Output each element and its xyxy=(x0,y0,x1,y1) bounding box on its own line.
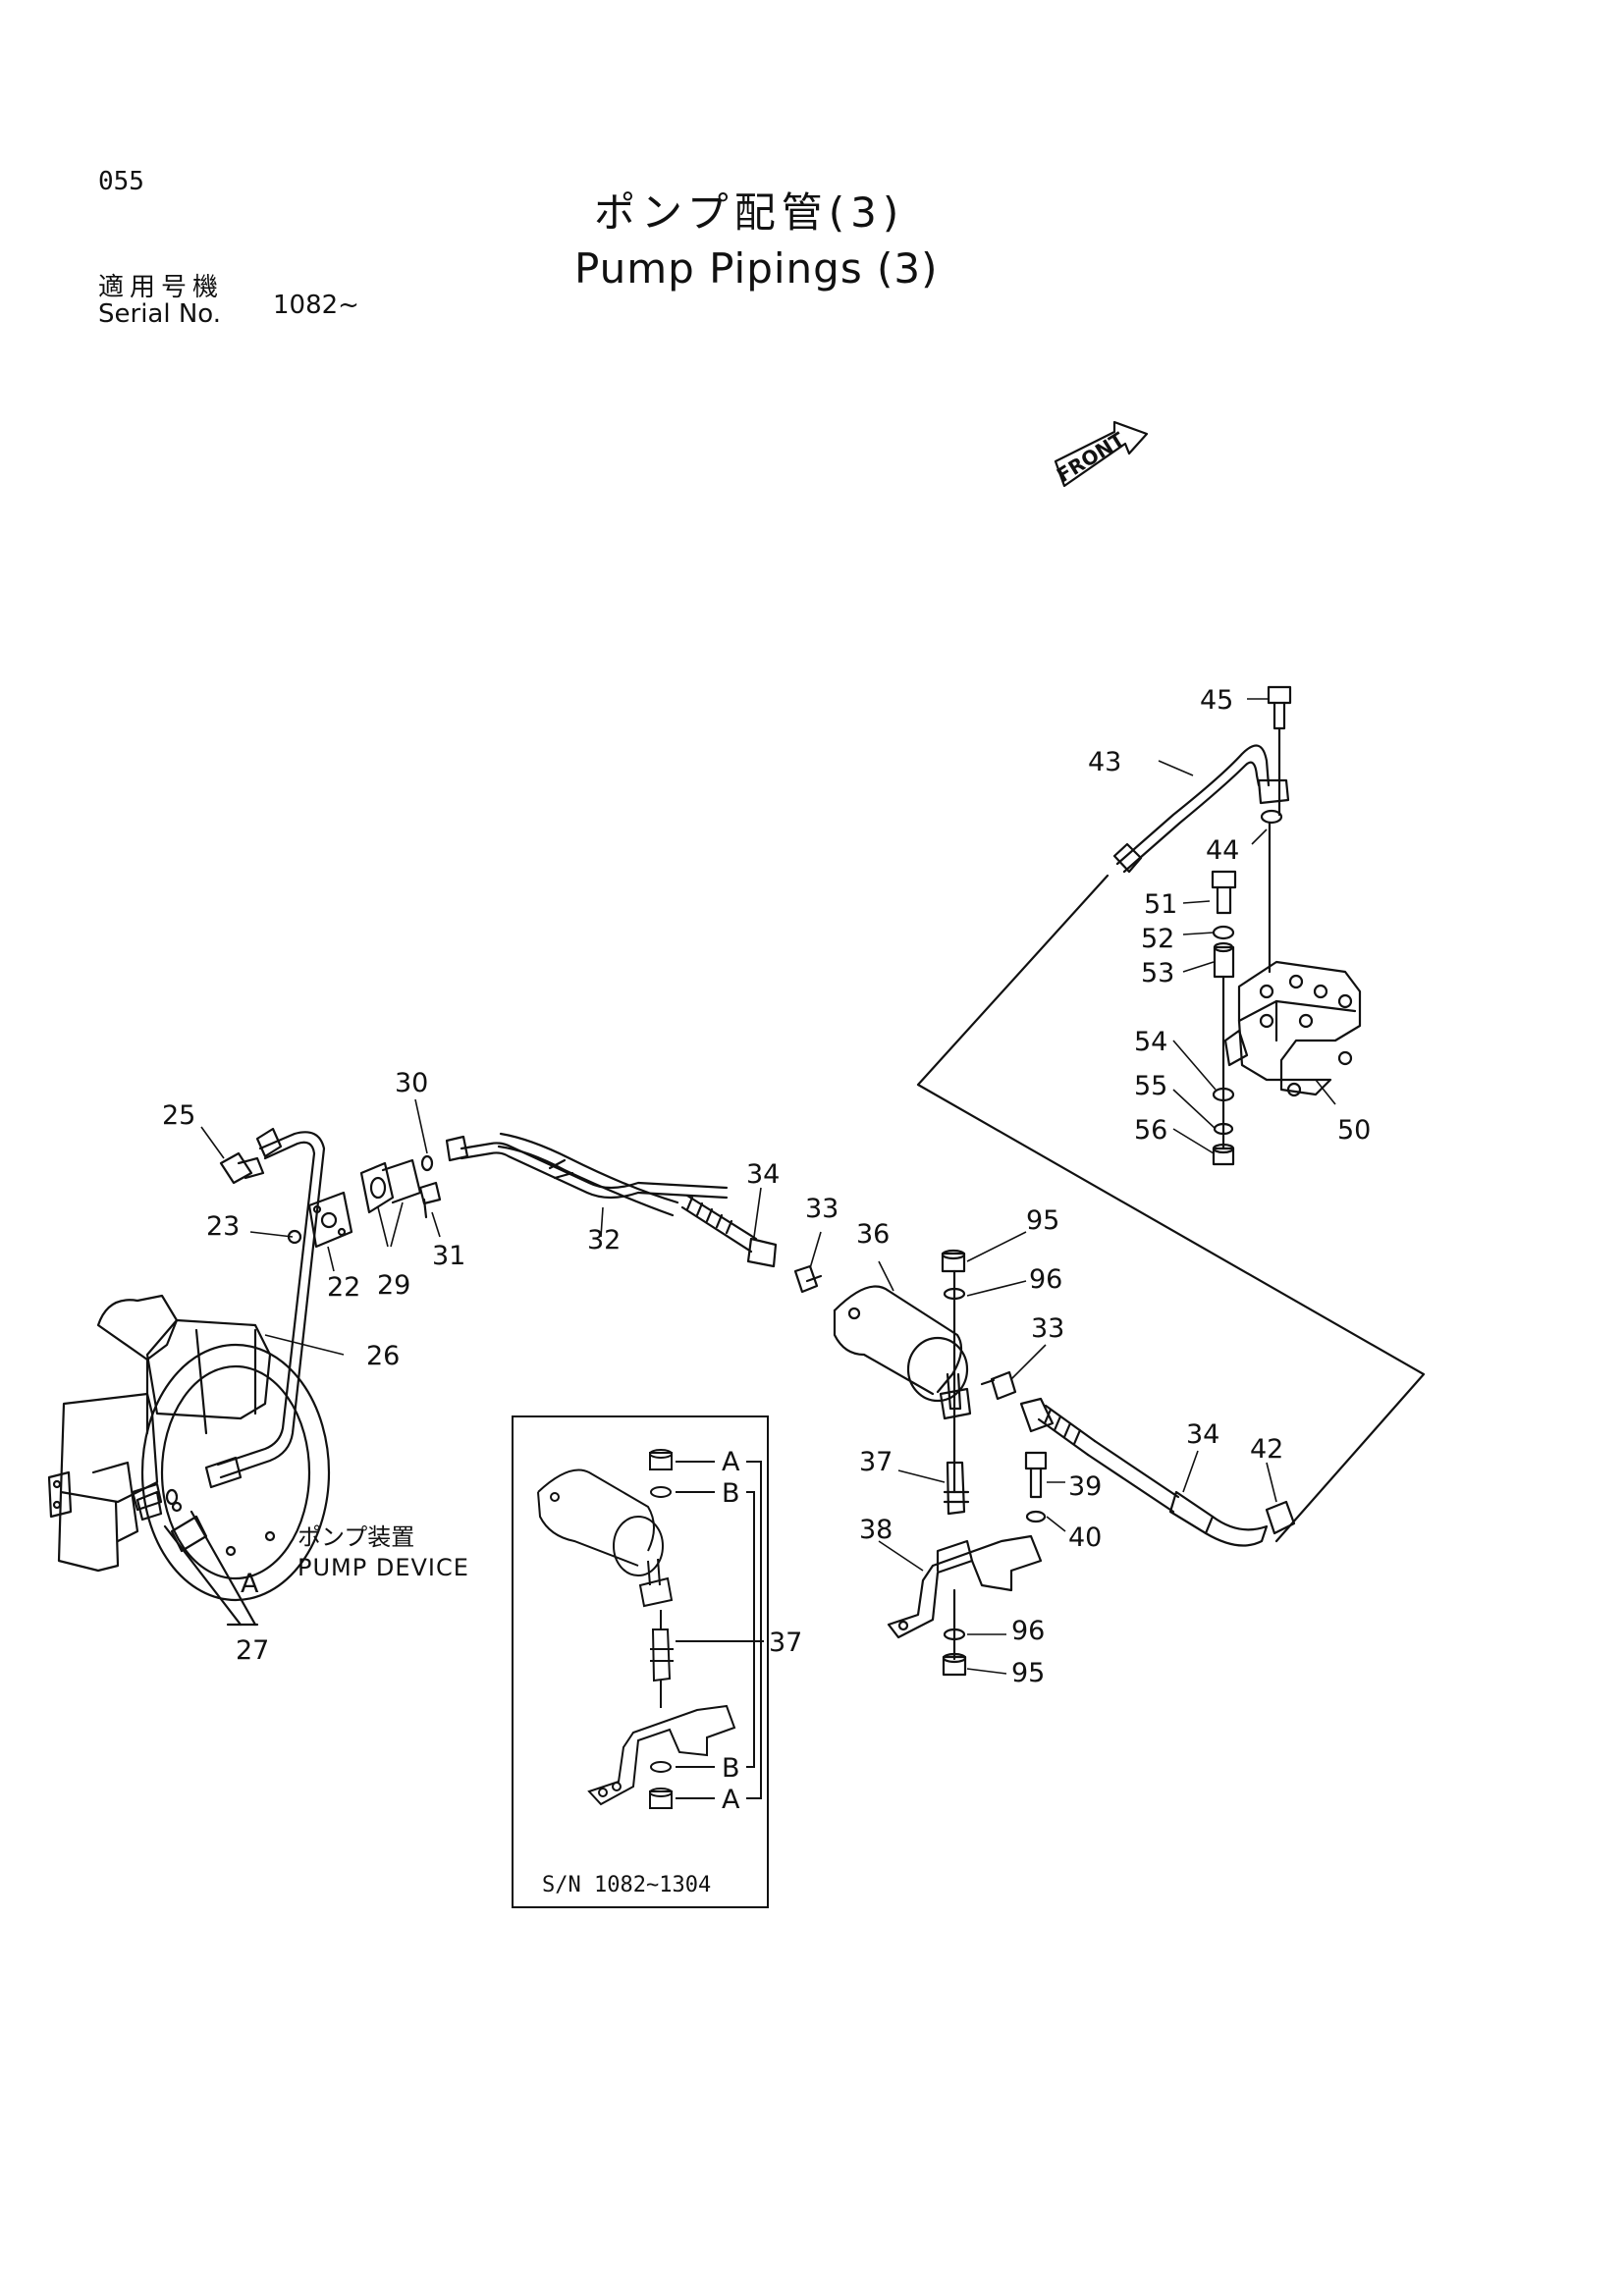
pump-device xyxy=(47,1294,331,1602)
callout: 44 xyxy=(1206,835,1239,866)
flange-22 xyxy=(307,1191,353,1249)
callout: 22 xyxy=(327,1272,360,1303)
inset-detail-box xyxy=(512,1415,769,1908)
bolt-31 xyxy=(418,1181,442,1219)
inset-marker: A xyxy=(722,1785,740,1815)
callout: A xyxy=(241,1569,259,1599)
callout: 95 xyxy=(1011,1658,1045,1688)
stud-37 xyxy=(943,1412,970,1516)
washer-52 xyxy=(1212,925,1235,940)
nut-95-upper xyxy=(941,1249,966,1273)
hose-34-lower xyxy=(1019,1397,1269,1547)
callout: 51 xyxy=(1144,889,1177,920)
washer-40 xyxy=(1025,1510,1047,1523)
adapter-33-lower xyxy=(980,1370,1017,1401)
callout: 40 xyxy=(1068,1522,1102,1553)
callout: 56 xyxy=(1134,1115,1167,1146)
inset-marker: A xyxy=(722,1447,740,1477)
bolt-39 xyxy=(1024,1451,1048,1499)
washer-44 xyxy=(1260,809,1283,825)
callout: 54 xyxy=(1134,1027,1167,1057)
elbow-25 xyxy=(219,1151,265,1185)
callout: 96 xyxy=(1029,1264,1062,1295)
callout: 50 xyxy=(1337,1115,1371,1146)
leader-27 xyxy=(163,1510,257,1627)
callout: 33 xyxy=(1031,1313,1064,1344)
inset-marker: B xyxy=(722,1478,740,1509)
callout: 30 xyxy=(395,1068,428,1098)
serial-label: Serial No. xyxy=(98,299,221,329)
callout: 29 xyxy=(377,1270,410,1301)
front-arrow-icon: FRONT xyxy=(1053,420,1149,487)
inset-marker: 37 xyxy=(769,1628,802,1658)
pipe-26 xyxy=(204,1127,326,1489)
collar-53 xyxy=(1213,941,1235,979)
callout: 25 xyxy=(162,1100,195,1131)
callout: 96 xyxy=(1011,1616,1045,1646)
inset-serial-range: S/N 1082~1304 xyxy=(542,1873,712,1897)
bracket-38 xyxy=(887,1534,1043,1639)
callout: 39 xyxy=(1068,1471,1102,1502)
callout: 26 xyxy=(366,1341,400,1371)
callout: 53 xyxy=(1141,958,1174,988)
reference-leader-line xyxy=(916,874,1426,1543)
callout: 34 xyxy=(746,1159,780,1190)
callout: 45 xyxy=(1200,685,1233,716)
callout: 36 xyxy=(856,1219,890,1250)
adapter-33-upper xyxy=(793,1264,823,1294)
page-number: 055 xyxy=(98,167,144,196)
callout: 37 xyxy=(859,1447,893,1477)
callout: 55 xyxy=(1134,1071,1167,1101)
page-title-japanese: ポンプ配管(3) xyxy=(594,188,905,237)
flange-29 xyxy=(359,1158,422,1214)
page-title: Pump Pipings (3) xyxy=(574,244,939,293)
bolt-51 xyxy=(1211,870,1237,915)
callout-labels: 45 43 44 51 52 53 54 55 56 50 30 25 34 2… xyxy=(162,685,1371,1688)
callout: 32 xyxy=(587,1225,621,1255)
callout: 31 xyxy=(432,1241,465,1271)
pipe-43 xyxy=(1112,744,1290,874)
inset-marker-labels: A B 37 B A xyxy=(722,1447,802,1815)
callout: 52 xyxy=(1141,924,1174,954)
filter-36 xyxy=(833,1285,972,1420)
bolt-45 xyxy=(1267,685,1292,817)
valve-block-50 xyxy=(1223,960,1362,1097)
serial-label-japanese: 適用号機 xyxy=(98,273,225,302)
callout: 27 xyxy=(236,1635,269,1666)
fitting-27 xyxy=(135,1488,179,1522)
callout: 38 xyxy=(859,1515,893,1545)
oring-30 xyxy=(420,1154,434,1172)
callout: 33 xyxy=(805,1194,839,1224)
hose-34-upper xyxy=(497,1132,778,1268)
serial-value: 1082~ xyxy=(273,291,359,320)
callout: 42 xyxy=(1250,1434,1283,1465)
elbow-42 xyxy=(1265,1500,1296,1535)
inset-marker: B xyxy=(722,1753,740,1784)
callout: 34 xyxy=(1186,1419,1219,1450)
callout: 95 xyxy=(1026,1205,1059,1236)
callout: 43 xyxy=(1088,747,1121,777)
callout: 23 xyxy=(206,1211,240,1242)
pump-device-label: PUMP DEVICE xyxy=(298,1554,469,1581)
